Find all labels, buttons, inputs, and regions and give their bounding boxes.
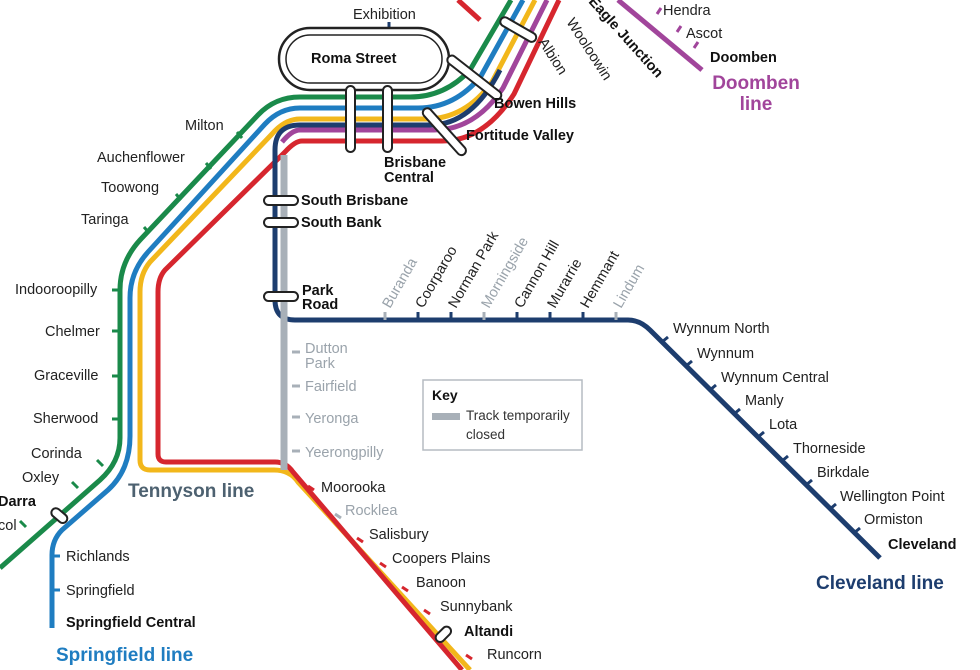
station-yeerongpilly: Yeerongpilly xyxy=(305,445,384,461)
line-label-doomben-1: Doomben xyxy=(712,73,800,94)
station-springfield-central: Springfield Central xyxy=(66,615,196,631)
track-lines xyxy=(0,0,882,670)
track-yellow-main xyxy=(137,0,538,670)
station-toowong: Toowong xyxy=(101,180,159,196)
line-label-cleveland: Cleveland line xyxy=(816,573,944,594)
brisbane-central-connector-2 xyxy=(382,85,393,153)
station-runcorn: Runcorn xyxy=(487,647,542,663)
line-label-doomben-2: line xyxy=(740,94,773,115)
track-blue-main xyxy=(49,0,526,628)
station-fortitude-valley: Fortitude Valley xyxy=(466,128,574,144)
station-chelmer: Chelmer xyxy=(45,324,100,340)
station-brisbane-central-2: Central xyxy=(384,170,434,186)
station-graceville: Graceville xyxy=(34,368,98,384)
key-closed-swatch xyxy=(432,413,460,420)
track-red-main xyxy=(155,0,562,670)
line-label-tennyson: Tennyson line xyxy=(128,481,254,502)
station-dutton-park-2: Park xyxy=(305,356,336,372)
altandi-connector xyxy=(434,625,453,644)
roma-street-station xyxy=(277,26,451,92)
station-wellington-point: Wellington Point xyxy=(840,489,945,505)
track-red-north xyxy=(456,0,482,22)
station-rocklea: Rocklea xyxy=(345,503,398,519)
station-richlands: Richlands xyxy=(66,549,130,565)
south-brisbane-connector xyxy=(263,195,299,206)
albion-connector xyxy=(499,16,538,43)
station-cleveland: Cleveland xyxy=(888,537,957,553)
station-ormiston: Ormiston xyxy=(864,512,923,528)
station-wynnum: Wynnum xyxy=(697,346,754,362)
station-auchenflower: Auchenflower xyxy=(97,150,185,166)
line-label-springfield: Springfield line xyxy=(56,645,193,666)
station-wacol: col xyxy=(0,518,17,534)
station-doomben: Doomben xyxy=(710,50,777,66)
station-dutton-park-1: Dutton xyxy=(305,341,348,357)
station-lota: Lota xyxy=(769,417,798,433)
map-key: Key Track temporarily closed xyxy=(422,379,583,451)
key-title: Key xyxy=(432,387,458,403)
station-hendra: Hendra xyxy=(663,3,711,19)
station-ascot: Ascot xyxy=(686,26,722,42)
station-ticks xyxy=(18,7,861,661)
station-sunnybank: Sunnybank xyxy=(440,599,513,615)
station-south-brisbane: South Brisbane xyxy=(301,193,408,209)
track-navy-main xyxy=(272,68,882,560)
station-corinda: Corinda xyxy=(31,446,83,462)
key-item-line-2: closed xyxy=(466,427,505,442)
station-lindum: Lindum xyxy=(611,262,649,311)
interchange-connectors xyxy=(50,16,538,644)
station-brisbane-central-1: Brisbane xyxy=(384,155,446,171)
station-park-road-2: Road xyxy=(302,297,338,313)
station-banoon: Banoon xyxy=(416,575,466,591)
darra-connector xyxy=(50,507,69,525)
station-fairfield: Fairfield xyxy=(305,379,357,395)
station-springfield: Springfield xyxy=(66,583,135,599)
bowen-hills-connector xyxy=(446,54,503,101)
station-south-bank: South Bank xyxy=(301,215,382,231)
key-item-line-1: Track temporarily xyxy=(466,408,570,423)
station-oxley: Oxley xyxy=(22,470,60,486)
station-indooroopilly: Indooroopilly xyxy=(15,282,98,298)
station-taringa: Taringa xyxy=(81,212,129,228)
station-park-road-1: Park xyxy=(302,283,334,299)
station-roma-street: Roma Street xyxy=(311,51,397,67)
station-sherwood: Sherwood xyxy=(33,411,98,427)
brisbane-central-connector-1 xyxy=(345,85,356,153)
park-road-connector xyxy=(263,291,299,302)
station-salisbury: Salisbury xyxy=(369,527,429,543)
station-wynnum-central: Wynnum Central xyxy=(721,370,829,386)
station-coopers-plains: Coopers Plains xyxy=(392,551,490,567)
station-wynnum-north: Wynnum North xyxy=(673,321,770,337)
station-milton: Milton xyxy=(185,118,224,134)
station-bowen-hills: Bowen Hills xyxy=(494,96,576,112)
station-thorneside: Thorneside xyxy=(793,441,866,457)
fortitude-valley-connector xyxy=(421,107,467,157)
station-moorooka: Moorooka xyxy=(321,480,386,496)
track-doomben xyxy=(616,0,704,72)
station-albion: Albion xyxy=(535,35,570,78)
track-purple-main xyxy=(280,0,550,144)
track-green-main xyxy=(0,0,514,570)
station-manly: Manly xyxy=(745,393,784,409)
south-bank-connector xyxy=(263,217,299,228)
station-yeronga: Yeronga xyxy=(305,411,359,427)
station-darra: Darra xyxy=(0,494,37,510)
station-altandi: Altandi xyxy=(464,624,513,640)
station-exhibition: Exhibition xyxy=(353,7,416,23)
line-labels: Doomben line Tennyson line Cleveland lin… xyxy=(56,73,944,666)
station-birkdale: Birkdale xyxy=(817,465,869,481)
